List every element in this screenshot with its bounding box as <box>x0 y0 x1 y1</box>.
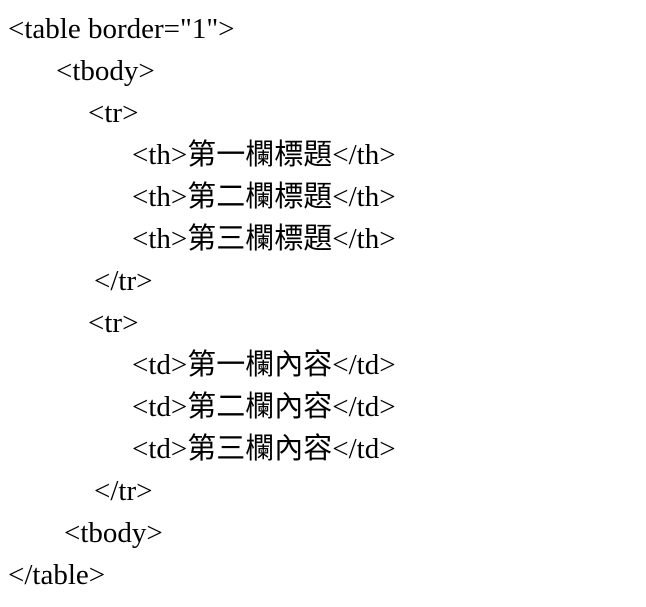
code-line: <th>第二欄標題</th> <box>132 181 396 213</box>
code-line: <table border="1"> <box>8 13 235 45</box>
code-line: <th>第一欄標題</th> <box>132 139 396 171</box>
code-line: <tbody> <box>64 517 163 549</box>
code-line: </tr> <box>94 475 153 507</box>
code-line: <tr> <box>88 307 139 339</box>
code-line: <tr> <box>88 97 139 129</box>
code-line: </table> <box>8 559 106 591</box>
code-line: <tbody> <box>56 55 155 87</box>
code-line: <td>第一欄內容</td> <box>132 349 396 381</box>
code-line: <td>第三欄內容</td> <box>132 433 396 465</box>
code-line: <th>第三欄標題</th> <box>132 223 396 255</box>
code-line: </tr> <box>94 265 153 297</box>
code-line: <td>第二欄內容</td> <box>132 391 396 423</box>
